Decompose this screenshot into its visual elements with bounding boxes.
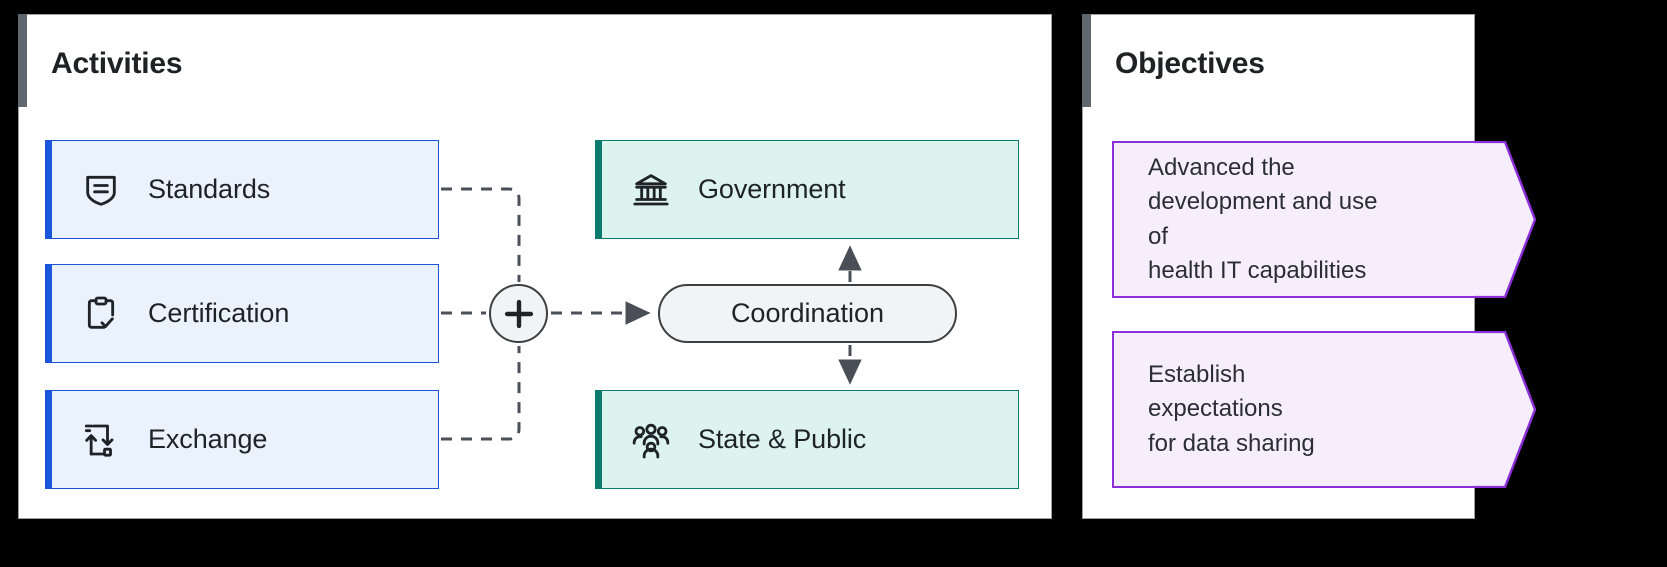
objectives-panel-accent-bar	[1082, 14, 1091, 107]
shield-document-icon	[80, 169, 122, 211]
plus-icon	[491, 286, 546, 341]
node-state-public[interactable]: State & Public	[595, 390, 1019, 489]
objectives-panel-title: Objectives	[1115, 47, 1265, 80]
objective-card[interactable]: Advanced the development and use of heal…	[1112, 141, 1536, 298]
bank-institution-icon	[630, 169, 672, 211]
node-exchange-label: Exchange	[148, 424, 268, 454]
clipboard-check-icon	[80, 293, 122, 335]
data-exchange-icon	[80, 419, 122, 461]
objective-card-text: Establish expectations for data sharing	[1148, 361, 1315, 457]
node-certification-label: Certification	[148, 298, 290, 328]
plus-junction[interactable]	[489, 284, 548, 343]
activities-panel-title: Activities	[51, 47, 183, 80]
chevron-point-icon	[1474, 141, 1536, 298]
node-coordination-label: Coordination	[730, 298, 885, 328]
node-standards-label: Standards	[148, 174, 271, 204]
objective-card[interactable]: Establish expectations for data sharing	[1112, 331, 1536, 488]
objective-card-text: Advanced the development and use of heal…	[1148, 154, 1378, 284]
node-coordination[interactable]: Coordination	[658, 284, 957, 343]
activities-panel-accent-bar	[18, 14, 27, 107]
node-government[interactable]: Government	[595, 140, 1019, 239]
node-exchange[interactable]: Exchange	[45, 390, 439, 489]
node-standards[interactable]: Standards	[45, 140, 439, 239]
chevron-point-icon	[1474, 331, 1536, 488]
node-government-label: Government	[698, 174, 846, 204]
node-state-public-label: State & Public	[698, 424, 867, 454]
people-group-icon	[630, 419, 672, 461]
node-certification[interactable]: Certification	[45, 264, 439, 363]
